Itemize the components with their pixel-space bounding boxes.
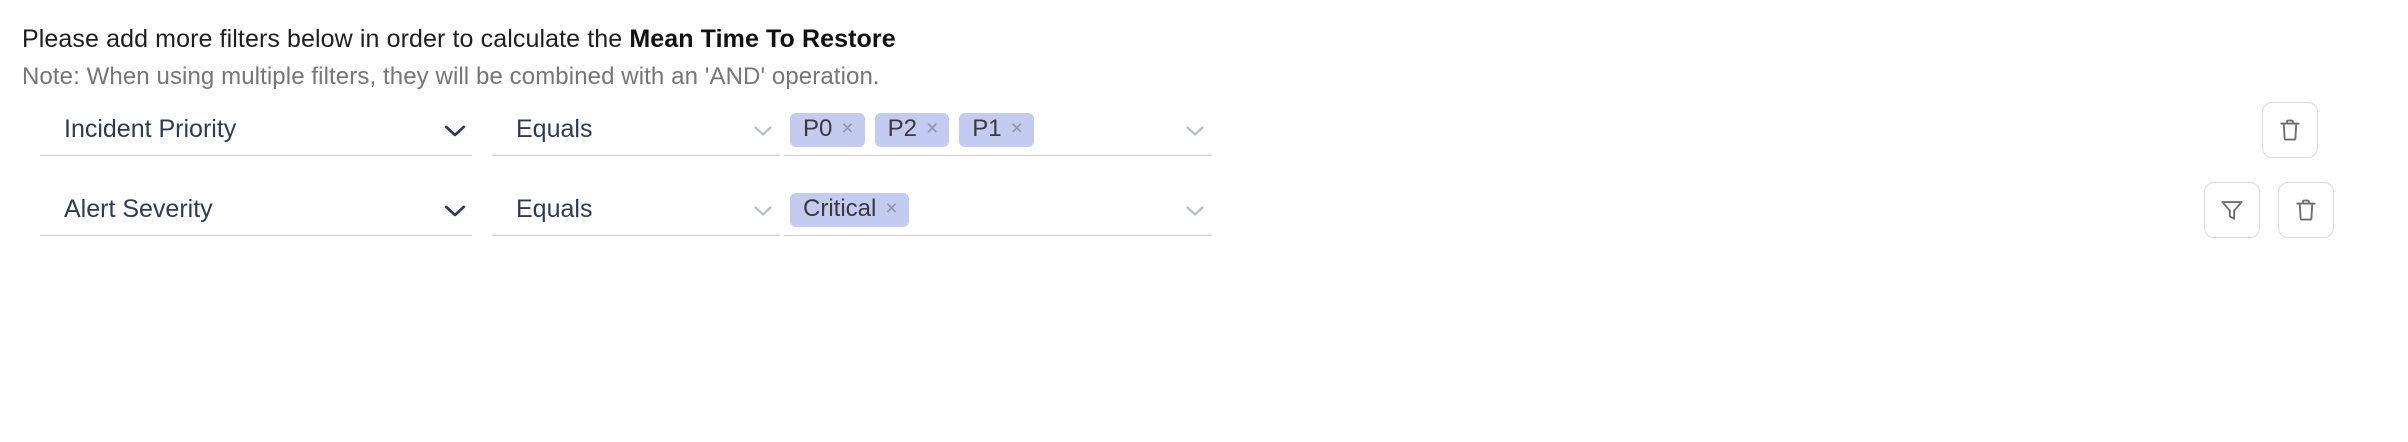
filter-row-actions xyxy=(2262,102,2318,158)
chip-remove-icon[interactable]: × xyxy=(925,116,939,140)
chip-label: P2 xyxy=(887,115,917,142)
filter-field-value: Incident Priority xyxy=(64,115,237,143)
delete-filter-button[interactable] xyxy=(2262,102,2318,158)
chip-remove-icon[interactable]: × xyxy=(841,116,854,140)
filter-operator-select[interactable]: Equals xyxy=(492,184,780,236)
chip-label: Critical xyxy=(803,195,877,222)
chip-label: P1 xyxy=(972,115,1002,142)
filter-operator-value: Equals xyxy=(516,115,593,143)
filter-value-chips: Critical × xyxy=(784,192,1180,227)
filter-row-actions xyxy=(2204,182,2334,238)
filter-operator-value: Equals xyxy=(516,195,593,223)
chip-label: P0 xyxy=(803,115,833,142)
chevron-down-icon xyxy=(748,195,778,225)
page-title-metric: Mean Time To Restore xyxy=(629,25,896,53)
add-filter-button[interactable] xyxy=(2204,182,2260,238)
page-title: Please add more filters below in order t… xyxy=(22,24,896,54)
filter-rows: Incident Priority Equals P0 × xyxy=(0,102,2408,264)
filter-value-multiselect[interactable]: Critical × xyxy=(784,184,1212,236)
filter-value-multiselect[interactable]: P0 × P2 × P1 × xyxy=(784,104,1212,156)
chip-remove-icon[interactable]: × xyxy=(885,196,898,220)
filter-row: Alert Severity Equals Critical × xyxy=(0,182,2408,264)
filter-value-chips: P0 × P2 × P1 × xyxy=(784,112,1180,147)
filter-note: Note: When using multiple filters, they … xyxy=(22,63,880,90)
filter-row: Incident Priority Equals P0 × xyxy=(0,102,2408,184)
filter-field-select[interactable]: Incident Priority xyxy=(40,104,472,156)
page-title-plain: Please add more filters below in order t… xyxy=(22,25,630,53)
chevron-down-icon xyxy=(1180,115,1210,145)
chevron-down-icon xyxy=(440,195,470,225)
filter-value-chip[interactable]: P1 × xyxy=(959,112,1034,147)
chevron-down-icon xyxy=(440,115,470,145)
chevron-down-icon xyxy=(1180,195,1210,225)
chevron-down-icon xyxy=(748,115,778,145)
filter-value-chip[interactable]: Critical × xyxy=(790,192,909,227)
filter-value-chip[interactable]: P2 × xyxy=(874,112,950,147)
filter-operator-select[interactable]: Equals xyxy=(492,104,780,156)
delete-filter-button[interactable] xyxy=(2278,182,2334,238)
filter-value-chip[interactable]: P0 × xyxy=(790,112,865,147)
chip-remove-icon[interactable]: × xyxy=(1010,116,1023,140)
filter-field-value: Alert Severity xyxy=(64,195,213,223)
filter-field-select[interactable]: Alert Severity xyxy=(40,184,472,236)
